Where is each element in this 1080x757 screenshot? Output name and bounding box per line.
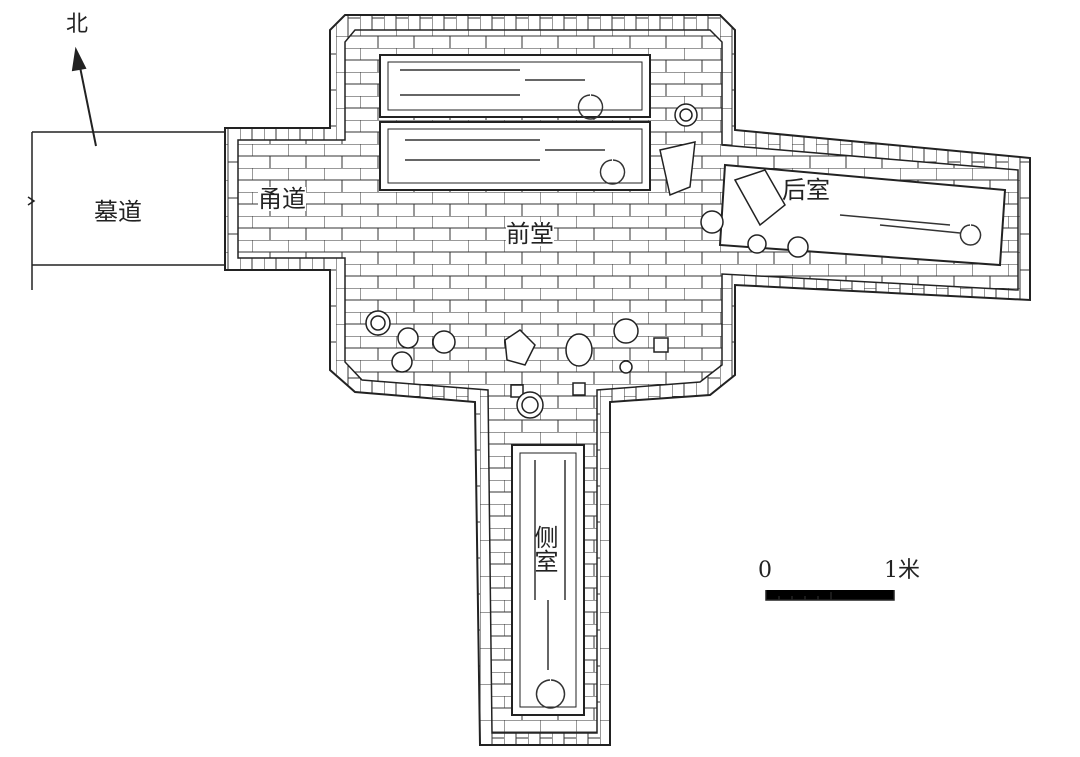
label-tomb-passage: 墓道	[94, 198, 142, 226]
coffin-1	[379, 54, 651, 118]
coffin-4	[511, 444, 585, 716]
label-rear-chamber: 后室	[782, 176, 830, 204]
north-arrow	[71, 46, 97, 147]
scale-end: 1米	[884, 558, 920, 583]
skeletons	[400, 69, 982, 709]
label-side-chamber: 侧室	[530, 525, 558, 573]
coffins	[379, 54, 1007, 716]
grave-goods	[365, 103, 809, 419]
label-front-hall: 前堂	[506, 220, 554, 248]
coffin-2	[379, 121, 651, 191]
label-corridor: 甬道	[258, 185, 306, 213]
north-label: 北	[66, 12, 89, 37]
tomb-passage	[27, 131, 228, 290]
scale-start: 0	[758, 558, 772, 583]
scale-bar	[765, 590, 895, 601]
